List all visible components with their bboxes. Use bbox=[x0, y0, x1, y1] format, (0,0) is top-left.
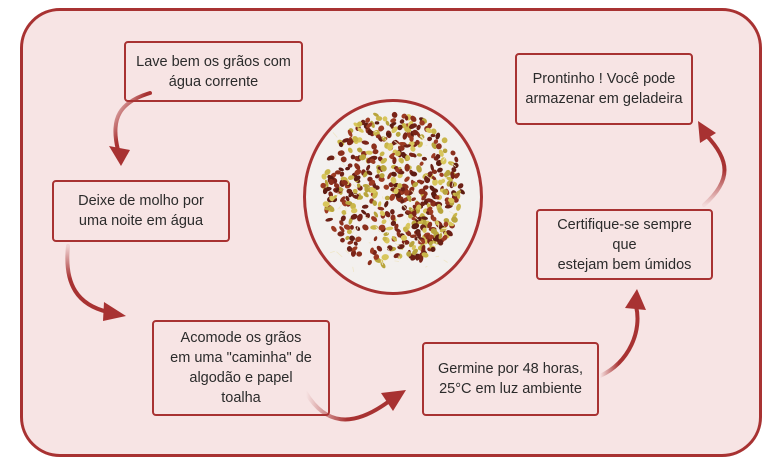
step-line: estejam bem úmidos bbox=[557, 256, 692, 273]
step-line: Prontinho ! Você pode bbox=[532, 71, 676, 87]
step-line: em uma "caminha" de bbox=[170, 350, 312, 366]
step-line: 25°C em luz ambiente bbox=[439, 381, 582, 397]
step-line: Germine por 48 horas, bbox=[437, 361, 584, 377]
seed-cluster bbox=[320, 111, 465, 272]
step-line: toalha bbox=[221, 390, 261, 406]
step-arrange-grains: Acomode os grãos em uma "caminha" de alg… bbox=[152, 320, 330, 416]
step-soak-overnight: Deixe de molho por uma noite em água bbox=[52, 180, 230, 242]
sprouted-seeds-photo bbox=[303, 99, 483, 295]
step-line: Acomode os grãos bbox=[180, 330, 302, 346]
step-line: algodão e papel bbox=[189, 370, 293, 386]
step-germinate: Germine por 48 horas, 25°C em luz ambien… bbox=[422, 342, 599, 416]
step-line: Deixe de molho por bbox=[78, 193, 204, 209]
seeds-illustration bbox=[320, 111, 465, 272]
step-store-refrigerator: Prontinho ! Você pode armazenar em gelad… bbox=[515, 53, 693, 125]
step-keep-moist: Certifique-se sempre que estejam bem úmi… bbox=[536, 209, 713, 280]
step-wash-grains: Lave bem os grãos com água corrente bbox=[124, 41, 303, 102]
step-line: Lave bem os grãos com bbox=[136, 53, 291, 70]
step-line: água corrente bbox=[168, 73, 259, 90]
step-line: armazenar em geladeira bbox=[525, 91, 683, 107]
step-line: Certifique-se sempre que bbox=[557, 216, 692, 253]
step-line: uma noite em água bbox=[78, 213, 204, 229]
